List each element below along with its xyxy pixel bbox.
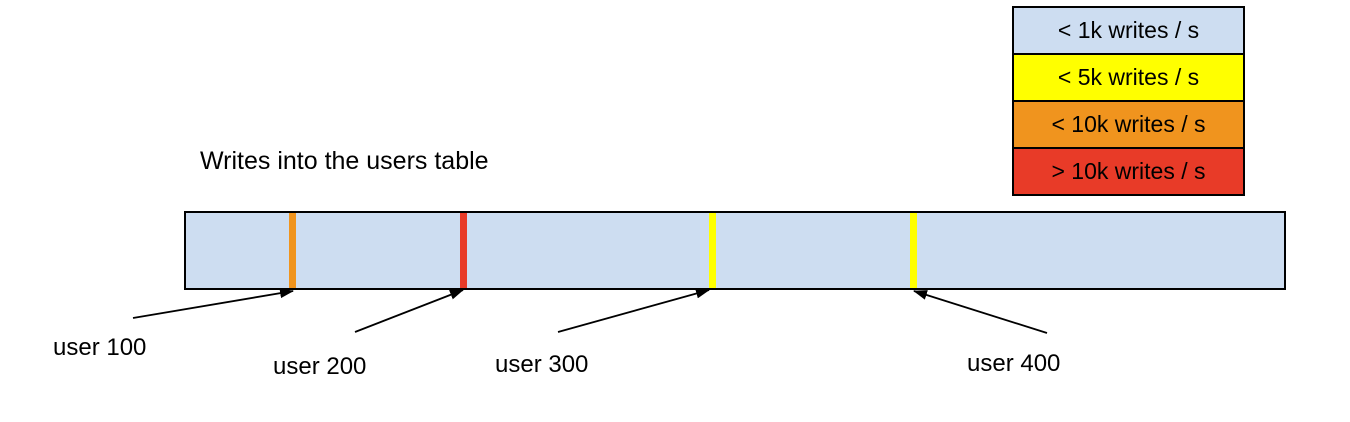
pointer-arrow <box>557 288 710 333</box>
pointer-arrow <box>913 290 1048 334</box>
diagram-title: Writes into the users table <box>200 147 489 175</box>
pointer-arrow <box>132 288 294 319</box>
legend-item: < 1k writes / s <box>1014 8 1243 55</box>
marker-label: user 400 <box>967 350 1061 377</box>
pointer-arrow <box>354 289 464 333</box>
marker-label: user 100 <box>53 334 147 361</box>
legend-item: > 10k writes / s <box>1014 149 1243 194</box>
marker-label: user 300 <box>495 351 589 378</box>
users-table-bar <box>184 211 1286 290</box>
marker-label: user 200 <box>273 353 367 380</box>
hotspot-stripe <box>910 213 917 288</box>
legend-item: < 10k writes / s <box>1014 102 1243 149</box>
legend: < 1k writes / s< 5k writes / s< 10k writ… <box>1012 6 1245 196</box>
hotspot-stripe <box>709 213 716 288</box>
legend-item: < 5k writes / s <box>1014 55 1243 102</box>
hotspot-stripe <box>460 213 467 288</box>
hotspot-stripe <box>289 213 296 288</box>
